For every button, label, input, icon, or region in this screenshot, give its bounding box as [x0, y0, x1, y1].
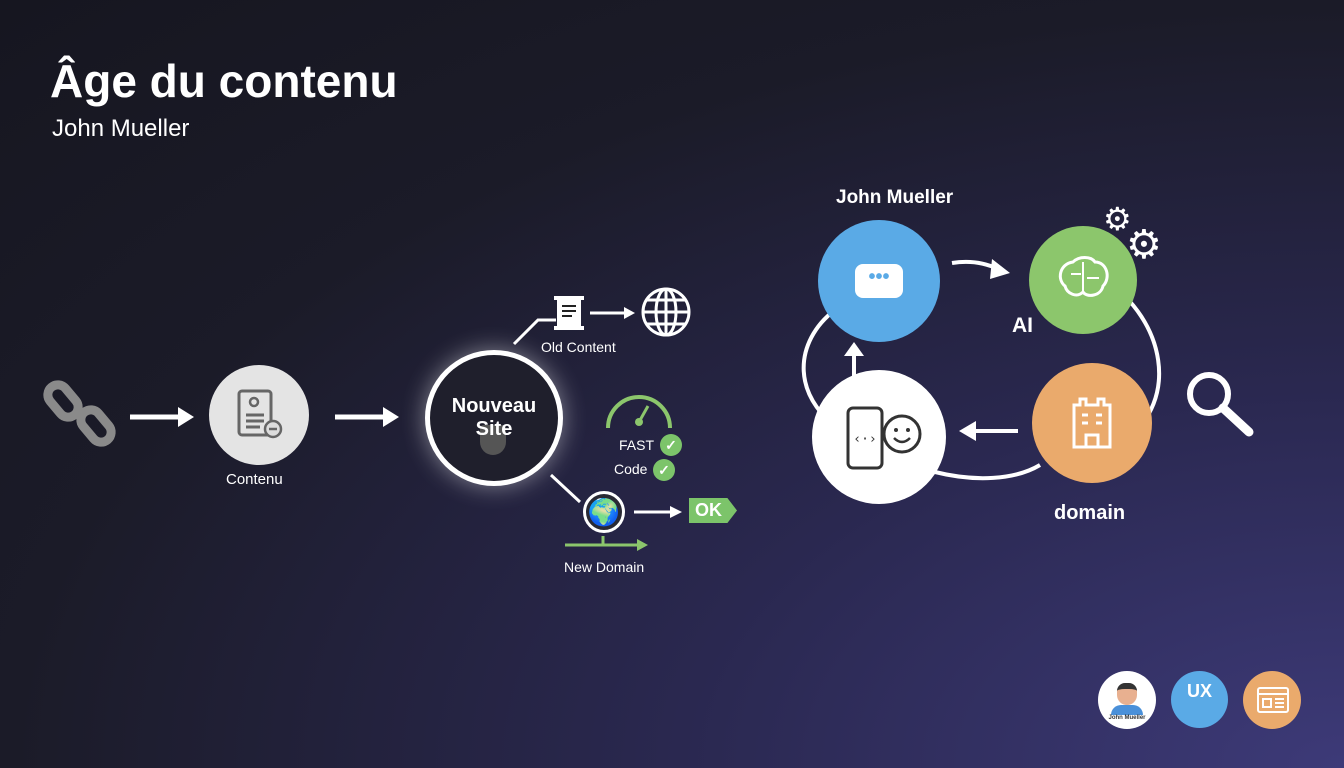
- globe-icon: [641, 287, 691, 337]
- link-icon: [43, 380, 116, 447]
- arrow-up-icon: [844, 342, 864, 376]
- code-label: Code: [614, 461, 648, 477]
- phone-code-icon: ‹·›: [846, 406, 884, 470]
- gear-icon: ⚙: [1126, 223, 1162, 267]
- shield-icon: [480, 425, 506, 455]
- avatar-caption: John Mueller: [1108, 715, 1146, 721]
- content-label: Contenu: [226, 471, 283, 488]
- cycle-top-label: John Mueller: [836, 187, 954, 208]
- mobile-ux-node: ‹·›: [812, 370, 946, 504]
- page-subtitle: John Mueller: [52, 115, 190, 142]
- smiley-icon: [882, 414, 922, 454]
- connector-line: [512, 318, 556, 346]
- arrow-icon: [951, 259, 1010, 279]
- arrow-icon: [130, 407, 194, 427]
- scroll-document-icon: [554, 296, 584, 330]
- ai-label: AI: [1012, 314, 1033, 337]
- arrow-icon: [335, 407, 399, 427]
- fast-label: FAST: [619, 437, 655, 453]
- magnifier-icon: [1187, 372, 1254, 437]
- connector-line: [549, 473, 582, 504]
- ux-badge: UX: [1171, 671, 1228, 728]
- new-site-line1: Nouveau: [451, 395, 537, 417]
- domain-castle-node: [1032, 363, 1152, 483]
- new-site-line2: Site: [475, 418, 513, 440]
- arrow-icon: [634, 506, 682, 518]
- castle-icon: [1072, 397, 1112, 449]
- check-icon: ✓: [653, 459, 675, 481]
- person-icon: [1117, 683, 1137, 705]
- arrow-icon: [590, 307, 635, 319]
- old-content-label: Old Content: [541, 339, 616, 355]
- gear-icon: ⚙: [1103, 201, 1132, 237]
- john-mueller-avatar: John Mueller: [1098, 671, 1156, 729]
- webpage-badge: [1243, 671, 1301, 729]
- new-site-node: Nouveau Site: [425, 350, 563, 486]
- content-document-node: [209, 365, 309, 465]
- ai-brain-node: [1029, 226, 1137, 334]
- brain-icon: [1058, 256, 1109, 297]
- svg-text:‹·›: ‹·›: [853, 432, 876, 447]
- page-title: Âge du contenu: [50, 55, 398, 107]
- document-icon: [237, 389, 283, 439]
- new-domain-label: New Domain: [564, 559, 645, 575]
- check-icon: ✓: [660, 434, 682, 456]
- arrow-icon: [959, 421, 1018, 441]
- domain-label: domain: [1054, 502, 1126, 524]
- green-arrow: [565, 536, 648, 551]
- ok-tag: OK: [689, 498, 737, 523]
- chat-bubble-icon: •••: [855, 264, 903, 298]
- chat-node: •••: [818, 220, 940, 342]
- earth-globe-icon: 🌍: [583, 491, 625, 533]
- browser-window-icon: [1257, 687, 1289, 713]
- speedometer-icon: [606, 395, 672, 429]
